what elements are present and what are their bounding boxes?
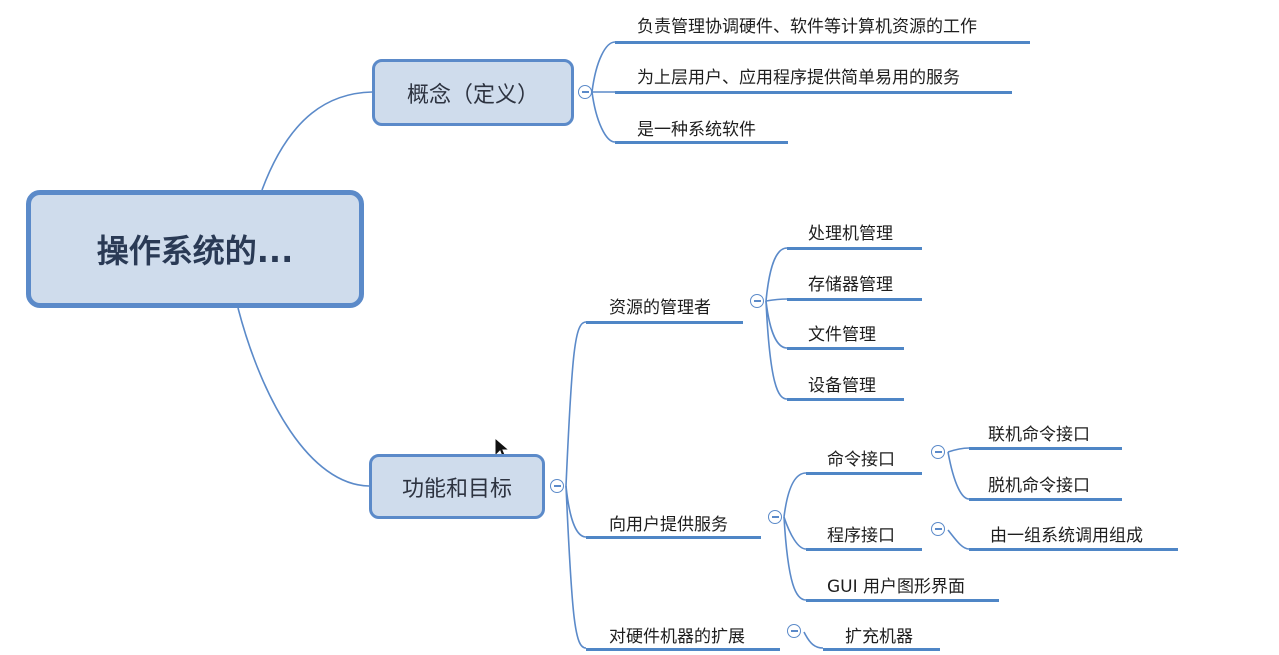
underline bbox=[615, 91, 1012, 94]
underline bbox=[806, 472, 922, 475]
connector-function-resource bbox=[565, 321, 587, 487]
syscall-label: 由一组系统调用组成 bbox=[990, 526, 1143, 546]
concept-item-2: 为上层用户、应用程序提供简单易用的服务 bbox=[637, 68, 960, 88]
concept-item-3: 是一种系统软件 bbox=[637, 120, 756, 140]
connector-root-concept bbox=[261, 91, 373, 191]
underline bbox=[969, 447, 1122, 450]
underline bbox=[787, 298, 922, 301]
connector-command-online bbox=[947, 447, 970, 453]
underline bbox=[969, 548, 1178, 551]
online-command-label: 联机命令接口 bbox=[988, 425, 1090, 445]
connector-resource-item4 bbox=[765, 300, 788, 400]
collapse-icon[interactable] bbox=[931, 522, 945, 536]
collapse-icon[interactable] bbox=[550, 479, 564, 493]
underline bbox=[806, 599, 999, 602]
collapse-icon[interactable] bbox=[768, 510, 782, 524]
underline bbox=[586, 648, 780, 651]
underline bbox=[787, 247, 922, 250]
collapse-icon[interactable] bbox=[787, 624, 801, 638]
resource-item-1: 处理机管理 bbox=[808, 224, 893, 244]
connector-service-program bbox=[783, 516, 807, 550]
offline-command-label: 脱机命令接口 bbox=[988, 476, 1090, 496]
underline bbox=[787, 347, 904, 350]
underline bbox=[823, 648, 940, 651]
underline bbox=[586, 536, 761, 539]
underline bbox=[806, 548, 922, 551]
underline bbox=[969, 498, 1122, 501]
resource-manager-label: 资源的管理者 bbox=[609, 298, 711, 318]
resource-item-4: 设备管理 bbox=[808, 376, 876, 396]
connector-hardware-expand bbox=[803, 631, 824, 649]
hardware-extension-label: 对硬件机器的扩展 bbox=[609, 627, 745, 647]
connector-resource-item2 bbox=[765, 298, 788, 302]
underline bbox=[586, 321, 743, 324]
connector-service-command bbox=[783, 472, 807, 518]
command-interface-label: 命令接口 bbox=[827, 450, 895, 470]
function-node-label: 功能和目标 bbox=[401, 476, 512, 502]
resource-item-3: 文件管理 bbox=[808, 325, 876, 345]
root-node[interactable]: 操作系统的... bbox=[26, 190, 364, 308]
function-node[interactable]: 功能和目标 bbox=[369, 454, 545, 519]
underline bbox=[787, 398, 904, 401]
collapse-icon[interactable] bbox=[750, 294, 764, 308]
connector-concept-item3 bbox=[591, 91, 616, 143]
underline bbox=[615, 141, 788, 144]
root-node-label: 操作系统的... bbox=[96, 232, 294, 270]
concept-node-label: 概念（定义） bbox=[406, 82, 539, 108]
expand-machine-label: 扩充机器 bbox=[845, 627, 913, 647]
resource-item-2: 存储器管理 bbox=[808, 275, 893, 295]
connector-function-hardware bbox=[565, 485, 587, 649]
connector-root-function bbox=[237, 307, 370, 487]
connector-concept-item1 bbox=[591, 41, 616, 93]
connector-resource-item1 bbox=[765, 247, 788, 302]
connector-function-service bbox=[565, 485, 587, 538]
connector-command-offline bbox=[947, 451, 970, 500]
concept-node[interactable]: 概念（定义） bbox=[372, 59, 574, 126]
user-service-label: 向用户提供服务 bbox=[609, 515, 728, 535]
gui-label: GUI 用户图形界面 bbox=[827, 577, 966, 597]
collapse-icon[interactable] bbox=[931, 445, 945, 459]
connector-program-syscall bbox=[947, 529, 970, 550]
concept-item-1: 负责管理协调硬件、软件等计算机资源的工作 bbox=[637, 17, 977, 37]
connector-service-gui bbox=[783, 516, 807, 601]
program-interface-label: 程序接口 bbox=[827, 526, 895, 546]
underline bbox=[615, 41, 1030, 44]
collapse-icon[interactable] bbox=[578, 85, 592, 99]
